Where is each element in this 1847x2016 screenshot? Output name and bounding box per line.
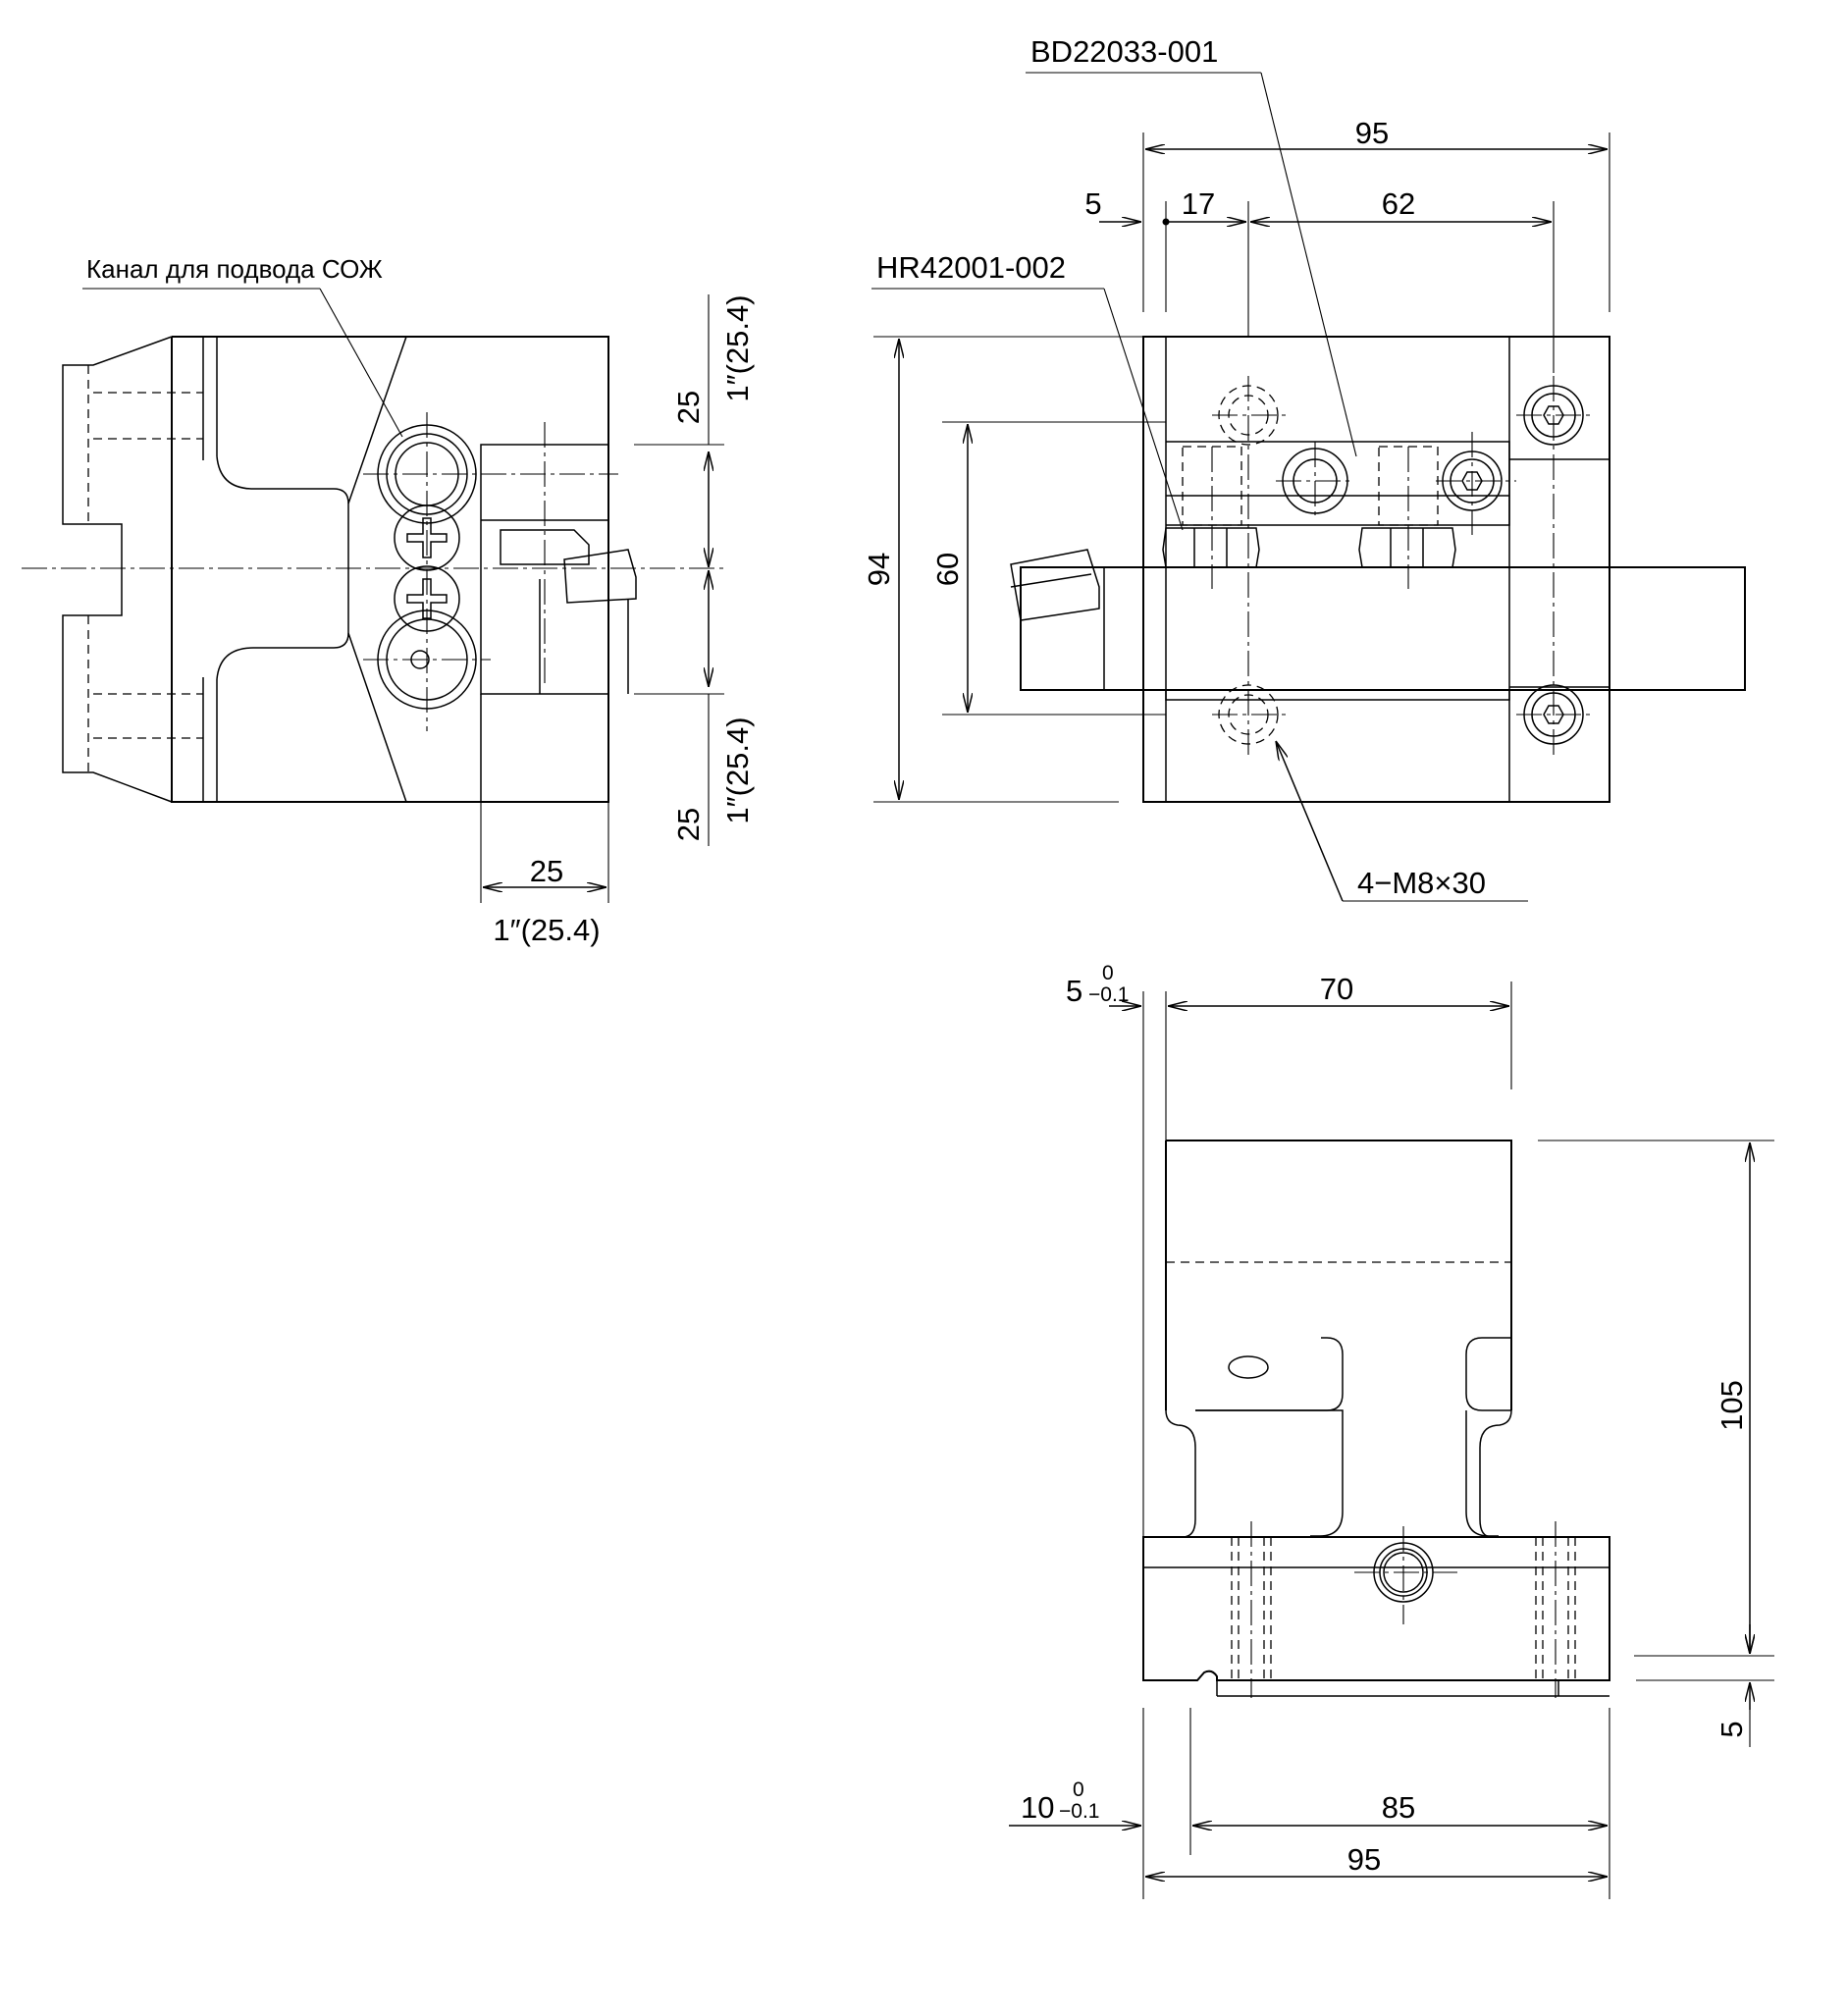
side-dim-25-width: 25 [530, 854, 563, 888]
side-dim-25-top: 25 [671, 391, 706, 424]
front-dim-10-lower: −0.1 [1059, 1800, 1099, 1823]
front-dim-95: 95 [1347, 1842, 1381, 1877]
top-dim-94: 94 [862, 553, 896, 586]
side-dim-inch-width: 1″(25.4) [493, 913, 600, 947]
top-view: 95 5 17 62 94 60 BD22033-001 HR42001-002… [862, 34, 1746, 902]
side-dim-25-bottom: 25 [671, 808, 706, 841]
top-dim-17: 17 [1182, 186, 1215, 221]
top-dim-5: 5 [1084, 186, 1101, 221]
side-view: 25 1″(25.4) 25 1″(25.4) 25 1″(25.4) Кана… [22, 254, 755, 947]
top-dim-60: 60 [930, 553, 965, 586]
front-view: 5 0 −0.1 70 105 5 10 0 −0.1 85 95 [1009, 962, 1774, 1899]
top-dim-95: 95 [1355, 116, 1389, 150]
front-dim-10: 10 [1021, 1790, 1054, 1825]
front-dim-5: 5 [1066, 974, 1082, 1008]
side-dim-inch-bottom: 1″(25.4) [720, 716, 755, 823]
coolant-channel-label: Канал для подвода СОЖ [86, 254, 383, 284]
front-dim-10-upper: 0 [1073, 1778, 1084, 1801]
front-dim-5-upper: 0 [1102, 962, 1114, 984]
front-dim-5-lower: −0.1 [1088, 983, 1129, 1006]
front-dim-5-right: 5 [1715, 1721, 1749, 1737]
bd-part-label: BD22033-001 [1030, 34, 1218, 69]
front-dim-85: 85 [1382, 1790, 1415, 1825]
hr-part-label: HR42001-002 [876, 250, 1066, 285]
side-dim-inch-top: 1″(25.4) [720, 294, 755, 401]
front-dim-105: 105 [1715, 1380, 1749, 1431]
top-dim-62: 62 [1382, 186, 1415, 221]
bolts-label: 4−M8×30 [1357, 866, 1486, 900]
front-dim-70: 70 [1320, 972, 1353, 1006]
